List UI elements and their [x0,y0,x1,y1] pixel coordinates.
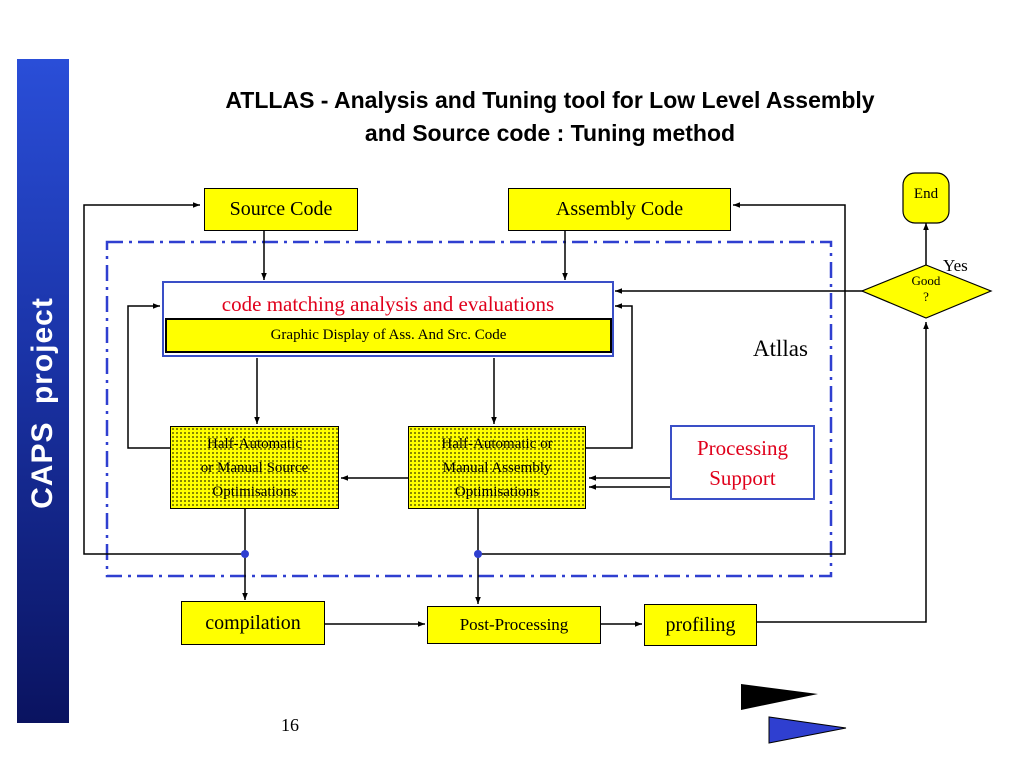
arrow-source-opt-loop [127,303,170,449]
half-auto-assembly-line-1: Half-Automatic or [441,435,553,452]
end-label: End [913,186,939,202]
profiling-box: profiling [644,604,757,646]
junction-dot-source [241,550,249,558]
half-auto-source-line-3: Optimisations [212,483,297,500]
source-code-label: Source Code [229,198,333,220]
title-line-1: ATLLAS - Analysis and Tuning tool for Lo… [225,87,875,113]
compilation-box: compilation [181,601,325,645]
source-code-box: Source Code [204,188,358,231]
arrow-outer-loop-to-assembly-code [478,202,846,555]
code-matching-label: code matching analysis and evaluations [221,292,555,316]
arrow-assembly-opt-loop [586,303,633,449]
processing-support-box: Processing Support [670,425,815,500]
processing-support-line-2: Support [709,465,776,490]
title-line-2: and Source code : Tuning method [364,120,736,146]
half-auto-source-line-2: or Manual Source [200,459,309,476]
post-processing-label: Post-Processing [459,615,569,634]
atllas-label: Atllas [753,336,808,361]
good-decision-diamond [860,264,993,319]
good-label-line-1: Good [911,273,941,288]
good-label-line-2: ? [923,289,929,304]
half-auto-assembly-box: Half-Automatic or Manual Assembly Optimi… [408,426,586,509]
page-number: 16 [281,715,299,735]
graphic-display-label: Graphic Display of Ass. And Src. Code [270,327,507,343]
end-terminal [902,172,950,224]
graphic-display-box: Graphic Display of Ass. And Src. Code [165,318,612,353]
assembly-code-box: Assembly Code [508,188,731,231]
slide-title: ATLLAS - Analysis and Tuning tool for Lo… [130,84,970,150]
arrow-profiling-to-good [757,322,929,623]
junction-dot-assembly [474,550,482,558]
atllas-region [105,240,833,578]
half-auto-source-box: Half-Automatic or Manual Source Optimisa… [170,426,339,509]
arrow-outer-loop-to-source-code [83,202,245,555]
assembly-code-label: Assembly Code [555,198,684,220]
half-auto-source-line-1: Half-Automatic [207,435,302,452]
good-label: Good ? [896,273,956,305]
half-auto-assembly-line-3: Optimisations [454,483,540,500]
nav-arrow-black-icon[interactable] [741,684,818,710]
nav-arrow-blue-icon[interactable] [768,716,847,744]
sidebar-band [17,59,69,723]
profiling-label: profiling [665,613,736,636]
compilation-label: compilation [205,611,301,634]
yes-label: Yes [943,256,968,275]
half-auto-assembly-line-2: Manual Assembly [442,459,552,476]
post-processing-box: Post-Processing [427,606,601,644]
processing-support-line-1: Processing [697,435,788,460]
